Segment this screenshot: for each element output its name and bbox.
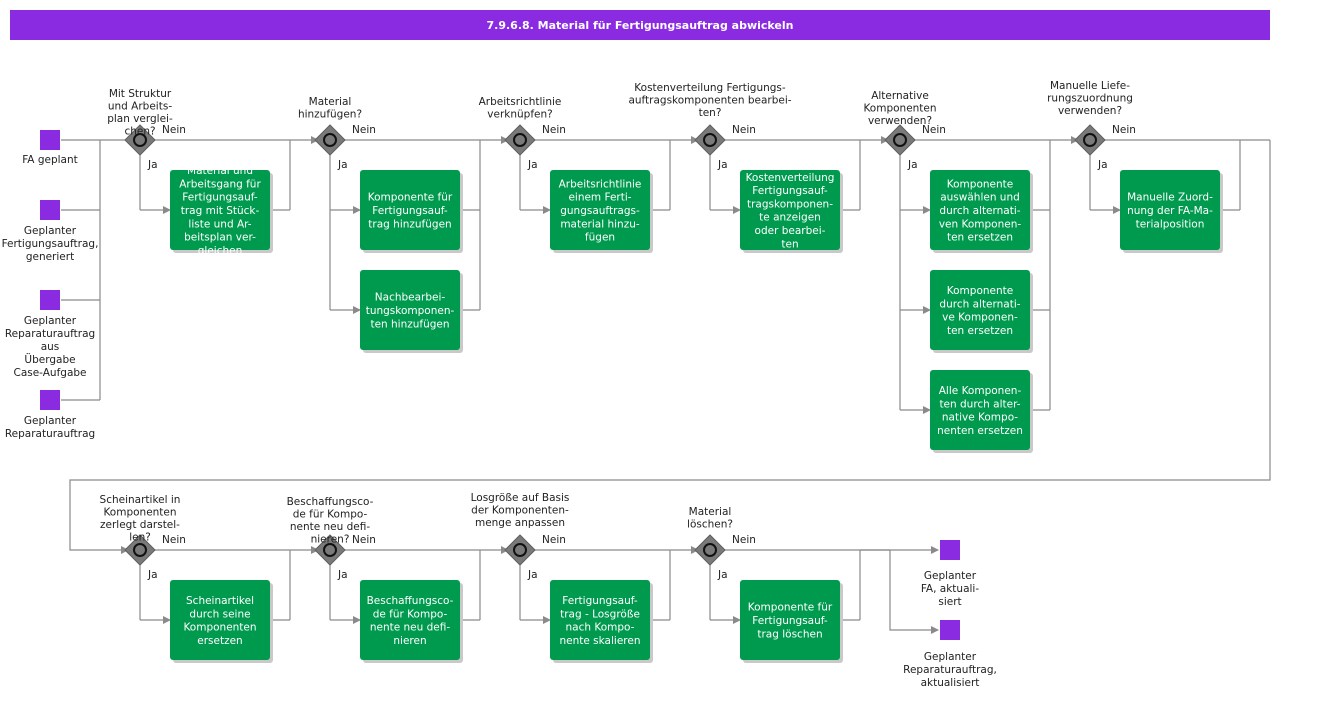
gateway-no-label: Nein — [542, 124, 566, 136]
start-event-geplanter-fertigungsauftrag — [40, 200, 60, 220]
gateway-no-label: Nein — [1112, 124, 1136, 136]
gateway-beschaffungscode — [314, 534, 346, 566]
task-komponente-alternative[interactable] — [930, 270, 1030, 350]
gateway-marker-icon — [133, 543, 147, 557]
gateway-marker-icon — [893, 133, 907, 147]
task-beschaffungscode-definieren[interactable] — [360, 580, 460, 660]
task-label: Alle Komponen-ten durch alter-native Kom… — [937, 385, 1023, 437]
gateway-no-label: Nein — [542, 534, 566, 546]
gateway-yes-label: Ja — [337, 159, 348, 171]
gateway-marker-icon — [133, 133, 147, 147]
gateway-no-label: Nein — [732, 534, 756, 546]
gateway-no-label: Nein — [922, 124, 946, 136]
start-event-fa-geplant — [40, 130, 60, 150]
gateway-yes-label: Ja — [337, 569, 348, 581]
title-bar: 7.9.6.8. Material für Fertigungsauftrag … — [10, 10, 1270, 40]
task-label: Beschaffungsco-de für Kompo-nente neu de… — [367, 595, 454, 647]
task-nachbearbeitung[interactable] — [360, 270, 460, 350]
gateway-marker-icon — [513, 133, 527, 147]
start-event-geplanter-reparaturauftrag — [40, 390, 60, 410]
task-label: Nachbearbei-tungskomponen-ten hinzufügen — [366, 292, 455, 331]
gateway-yes-label: Ja — [717, 569, 728, 581]
gateway-losgroesse — [504, 534, 536, 566]
gateway-yes-label: Ja — [147, 569, 158, 581]
gateway-manuelle-lieferungszuordnung — [1074, 124, 1106, 156]
end-event-geplanter-fa-aktualisiert — [940, 540, 960, 560]
gateway-marker-icon — [323, 133, 337, 147]
task-manuelle-zuordnung[interactable] — [1120, 170, 1220, 250]
gateway-yes-label: Ja — [527, 569, 538, 581]
gateway-yes-label: Ja — [527, 159, 538, 171]
gateway-question: Kostenverteilung Fertigungs-auftragskomp… — [628, 82, 791, 119]
gateway-no-label: Nein — [732, 124, 756, 136]
gateway-yes-label: Ja — [1097, 159, 1108, 171]
gateway-marker-icon — [323, 543, 337, 557]
gateway-scheinartikel — [124, 534, 156, 566]
gateway-marker-icon — [703, 133, 717, 147]
gateway-no-label: Nein — [162, 124, 186, 136]
gateway-no-label: Nein — [352, 534, 376, 546]
gateway-no-label: Nein — [162, 534, 186, 546]
gateway-yes-label: Ja — [717, 159, 728, 171]
task-label: Manuelle Zuord-nung der FA-Ma-terialposi… — [1127, 192, 1213, 231]
task-komponente-hinzufuegen[interactable] — [360, 170, 460, 250]
gateway-mit-struktur — [124, 124, 156, 156]
gateway-material-loeschen — [694, 534, 726, 566]
gateway-marker-icon — [703, 543, 717, 557]
gateway-question: Beschaffungsco-de für Kompo-nente neu de… — [287, 496, 374, 546]
task-alle-komponenten[interactable] — [930, 370, 1030, 450]
task-kostenverteilung-anzeigen[interactable] — [740, 170, 840, 250]
gateway-marker-icon — [1083, 133, 1097, 147]
start-event-geplanter-reparaturauftrag-uebergabe — [40, 290, 60, 310]
task-komponente-auswaehlen[interactable] — [930, 170, 1030, 250]
task-arbeitsrichtlinie-verknuepfen[interactable] — [550, 170, 650, 250]
task-losgroesse-skalieren[interactable] — [550, 580, 650, 660]
connector — [69, 140, 1271, 554]
end-event-geplanter-reparaturauftrag-aktualisiert — [940, 620, 960, 640]
gateway-alternative-komponenten — [884, 124, 916, 156]
gateway-marker-icon — [513, 543, 527, 557]
gateway-yes-label: Ja — [907, 159, 918, 171]
page-title: 7.9.6.8. Material für Fertigungsauftrag … — [486, 18, 794, 32]
connector — [889, 550, 939, 634]
gateway-no-label: Nein — [352, 124, 376, 136]
task-komponente-loeschen[interactable] — [740, 580, 840, 660]
start-event-label: FA geplant — [22, 154, 78, 166]
gateway-material-hinzufuegen — [314, 124, 346, 156]
task-scheinartikel-ersetzen[interactable] — [170, 580, 270, 660]
connectors — [61, 136, 1271, 634]
gateway-kostenverteilung — [694, 124, 726, 156]
task-material-arbeitsgang[interactable] — [170, 170, 270, 250]
gateway-arbeitsrichtlinie — [504, 124, 536, 156]
gateway-yes-label: Ja — [147, 159, 158, 171]
